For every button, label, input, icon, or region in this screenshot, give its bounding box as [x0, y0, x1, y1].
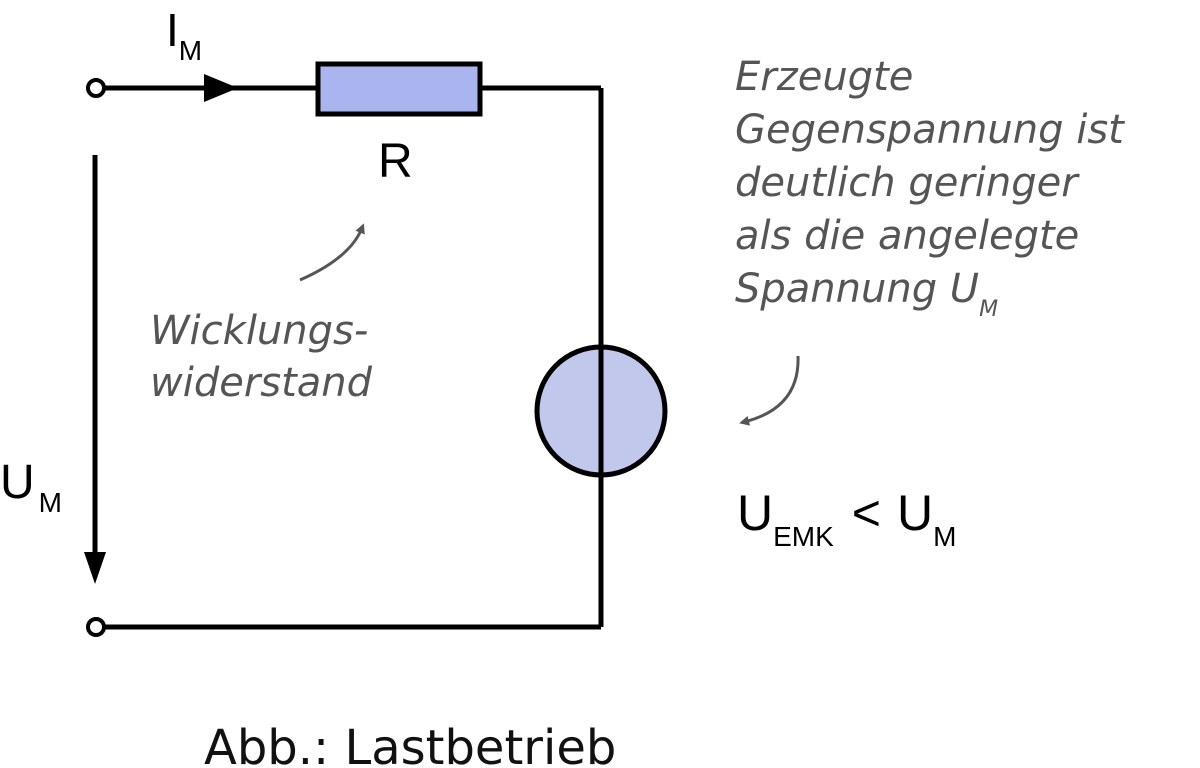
winding-note-line1: Wicklungs-: [150, 308, 368, 354]
voltage-subscript: M: [39, 487, 62, 518]
emf-pointer-arrow: [739, 355, 800, 426]
emf-note-line4: als die angelegte: [735, 213, 1079, 259]
current-arrow: [204, 74, 238, 102]
inequality-left-symbol: U: [737, 485, 773, 541]
input-terminal-bottom: [86, 617, 106, 637]
voltage-arrowhead: [84, 552, 106, 584]
emf-note-line3: deutlich geringer: [735, 160, 1080, 206]
emf-note-line2: Gegenspannung ist: [735, 107, 1125, 153]
emf-note-line5-main: Spannung U: [735, 266, 979, 312]
inequality-right-symbol: U: [897, 485, 933, 541]
current-label: IM: [166, 4, 202, 66]
winding-pointer-arrow: [299, 223, 365, 282]
voltage-symbol: U: [0, 456, 35, 509]
inequality-operator: <: [852, 485, 881, 541]
resistor: [315, 61, 483, 117]
inequality: UEMK<UM: [737, 485, 956, 552]
inequality-left-subscript: EMK: [773, 521, 834, 552]
input-terminal-top: [86, 78, 106, 98]
emf-note-line1: Erzeugte: [735, 54, 913, 100]
emf-note-line5: Spannung UM: [735, 266, 998, 322]
circuit-wires: [104, 85, 604, 630]
inequality-right-subscript: M: [933, 521, 956, 552]
figure-caption: Abb.: Lastbetrieb: [204, 720, 616, 768]
current-symbol: I: [166, 4, 179, 56]
resistor-label: R: [378, 135, 413, 188]
winding-note-line2: widerstand: [150, 360, 373, 406]
emf-note-line5-subscript: M: [979, 297, 998, 322]
current-subscript: M: [179, 35, 202, 66]
